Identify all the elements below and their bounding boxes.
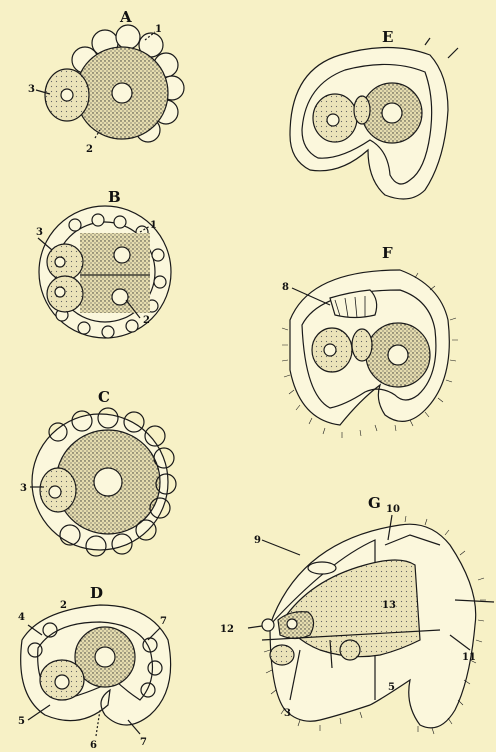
label-c-3: 3 xyxy=(20,483,27,494)
figure-e xyxy=(290,38,458,199)
label-g-10: 10 xyxy=(386,504,400,515)
label-e: E xyxy=(382,28,393,46)
label-g-13: 13 xyxy=(382,600,396,611)
label-g-12: 12 xyxy=(220,624,234,635)
label-g-5: 5 xyxy=(388,682,395,693)
label-d: D xyxy=(90,584,103,602)
label-b-2: 2 xyxy=(143,315,150,326)
label-a-3: 3 xyxy=(28,84,35,95)
label-b-1: 1 xyxy=(150,220,157,231)
label-g-11: 11 xyxy=(462,652,476,663)
label-g-3: 3 xyxy=(284,708,291,719)
label-b-3: 3 xyxy=(36,227,43,238)
label-b: B xyxy=(108,188,121,206)
figure-g xyxy=(248,515,494,734)
label-d-7a: 7 xyxy=(160,616,167,627)
label-d-7b: 7 xyxy=(140,737,147,748)
label-g: G xyxy=(368,494,381,512)
label-a: A xyxy=(119,8,132,26)
figure-f xyxy=(282,270,458,438)
label-g-9: 9 xyxy=(254,535,261,546)
label-f-8: 8 xyxy=(282,282,289,293)
figure-d xyxy=(21,605,171,736)
figure-a xyxy=(36,25,184,142)
label-d-5: 5 xyxy=(18,716,25,727)
label-a-1: 1 xyxy=(155,24,162,35)
label-d-4: 4 xyxy=(18,612,25,623)
label-a-2: 2 xyxy=(86,144,93,155)
label-d-6: 6 xyxy=(90,740,97,751)
label-c: C xyxy=(98,388,110,406)
figure-c xyxy=(30,408,176,556)
label-f: F xyxy=(382,244,393,262)
label-d-2: 2 xyxy=(60,600,67,611)
